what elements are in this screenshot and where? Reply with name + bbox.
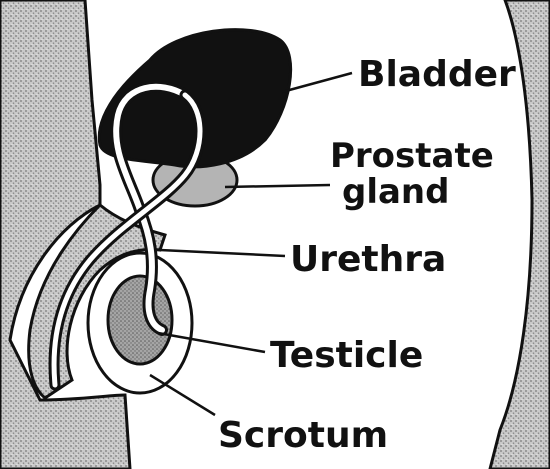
label-urethra: Urethra	[290, 239, 446, 280]
label-bladder: Bladder	[358, 54, 516, 95]
label-prostate-line2: gland	[342, 172, 449, 212]
label-scrotum: Scrotum	[218, 415, 388, 456]
label-testicle: Testicle	[270, 335, 423, 376]
urethra-leader-line	[160, 250, 285, 256]
bladder-leader-line	[282, 73, 352, 92]
label-prostate-line1: Prostate	[330, 136, 494, 176]
testicle-shape	[108, 276, 172, 364]
scrotum-leader-line	[150, 375, 215, 415]
prostate-leader-line	[225, 185, 330, 187]
